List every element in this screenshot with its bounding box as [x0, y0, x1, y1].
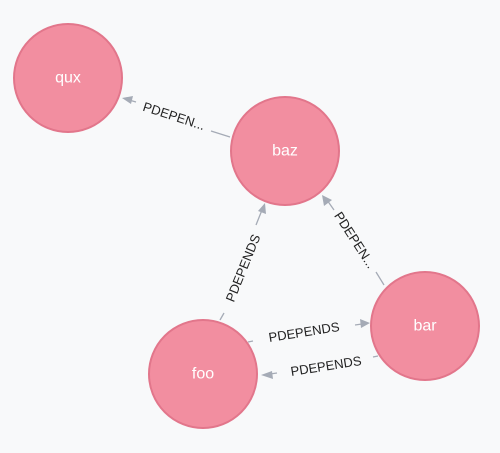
arrowhead-icon: [360, 319, 370, 328]
node-circle[interactable]: [370, 271, 480, 381]
edge-line: [247, 340, 254, 343]
arrowhead-icon: [258, 203, 266, 214]
edge-line: [219, 312, 225, 321]
edge-line: [210, 130, 231, 138]
edge-label: PDEPENDS: [290, 353, 363, 379]
edge-bar-baz[interactable]: PDEPEN...: [322, 195, 385, 286]
node-circle[interactable]: [230, 96, 340, 206]
arrowhead-icon: [122, 96, 133, 104]
node-circle[interactable]: [148, 319, 258, 429]
node-foo[interactable]: foo: [148, 319, 258, 429]
node-circle[interactable]: [13, 23, 123, 133]
node-bar[interactable]: bar: [370, 271, 480, 381]
node-layer: qux baz bar foo: [13, 23, 480, 429]
edge-baz-qux[interactable]: PDEPEN...: [122, 96, 231, 138]
edge-foo-baz[interactable]: PDEPENDS: [219, 203, 266, 321]
edge-line: [255, 209, 263, 226]
edge-label: PDEPENDS: [223, 232, 264, 304]
edge-line: [372, 355, 379, 358]
edge-bar-foo[interactable]: PDEPENDS: [261, 353, 379, 379]
edge-label: PDEPEN...: [331, 209, 379, 271]
node-baz[interactable]: baz: [230, 96, 340, 206]
node-qux[interactable]: qux: [13, 23, 123, 133]
arrowhead-icon: [261, 371, 273, 379]
edge-label: PDEPENDS: [268, 319, 341, 345]
edge-line: [375, 271, 385, 286]
edge-foo-bar[interactable]: PDEPENDS: [247, 319, 370, 345]
arrowhead-icon: [322, 195, 332, 206]
edge-label: PDEPEN...: [141, 99, 207, 133]
